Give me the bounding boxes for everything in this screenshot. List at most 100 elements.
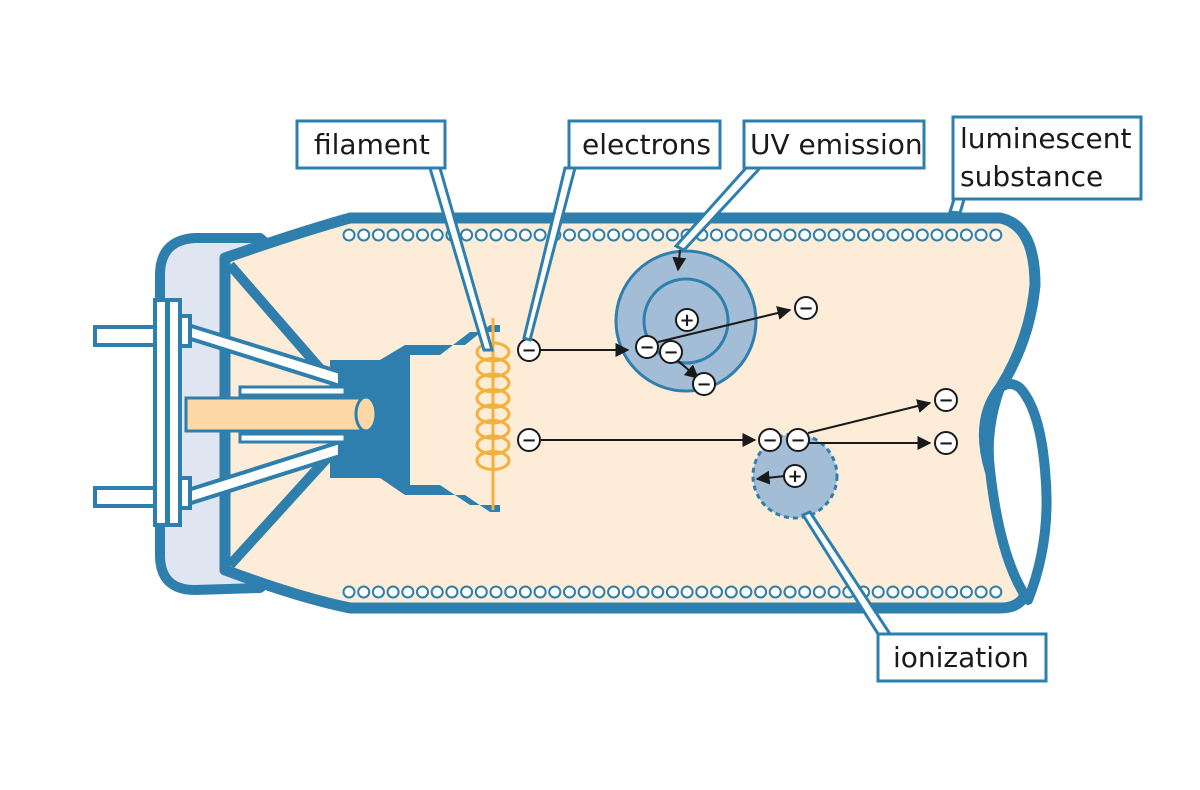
- phosphor-bead-icon: [607, 228, 621, 242]
- phosphor-bead-icon: [901, 585, 915, 599]
- phosphor-bead-icon: [357, 585, 371, 599]
- phosphor-bead-icon: [754, 585, 768, 599]
- phosphor-bead-icon: [518, 228, 532, 242]
- phosphor-bead-icon: [621, 585, 635, 599]
- phosphor-bead-icon: [563, 585, 576, 599]
- phosphor-bead-icon: [739, 585, 753, 599]
- phosphor-bead-icon: [460, 228, 474, 242]
- phosphor-bead-icon: [577, 585, 591, 599]
- filament-label: filament: [314, 128, 430, 161]
- label-ionization: ionization: [876, 632, 1048, 683]
- exhaust-tube: [184, 385, 378, 444]
- electron-icon: −: [794, 296, 818, 320]
- phosphor-bead-icon: [401, 585, 415, 599]
- electron-icon: −: [517, 338, 541, 362]
- uv-emission-label: UV emission: [750, 128, 923, 161]
- phosphor-bead-icon: [607, 585, 621, 599]
- stem-mount: [330, 325, 500, 512]
- electron-icon: −: [786, 428, 810, 452]
- phosphor-bead-icon: [886, 228, 900, 242]
- phosphor-bead-icon: [710, 585, 723, 599]
- phosphor-coating-bottom: [342, 585, 1003, 599]
- phosphor-bead-icon: [768, 228, 782, 242]
- phosphor-bead-icon: [636, 228, 650, 242]
- phosphor-bead-icon: [563, 228, 576, 242]
- phosphor-bead-icon: [592, 228, 606, 242]
- filament-loop: [475, 372, 511, 394]
- phosphor-bead-icon: [915, 585, 929, 599]
- ion-icon: +: [783, 464, 807, 488]
- phosphor-bead-icon: [504, 585, 518, 599]
- tube-end-curve: [983, 379, 1052, 605]
- phosphor-bead-icon: [621, 228, 635, 242]
- phosphor-bead-icon: [724, 585, 738, 599]
- phosphor-bead-icon: [695, 585, 709, 599]
- phosphor-bead-icon: [857, 228, 870, 242]
- phosphor-bead-icon: [724, 228, 738, 242]
- phosphor-bead-icon: [489, 585, 503, 599]
- svg-text:−: −: [938, 390, 953, 411]
- phosphor-coating-top: [342, 228, 1003, 242]
- phosphor-bead-icon: [548, 585, 562, 599]
- phosphor-bead-icon: [416, 228, 429, 242]
- label-uv-emission: UV emission: [742, 119, 926, 170]
- phosphor-bead-icon: [416, 585, 429, 599]
- phosphor-bead-icon: [357, 228, 371, 242]
- phosphor-bead-icon: [474, 585, 488, 599]
- phosphor-bead-icon: [342, 228, 356, 242]
- phosphor-bead-icon: [533, 228, 547, 242]
- phosphor-bead-icon: [871, 585, 885, 599]
- phosphor-bead-icon: [945, 585, 959, 599]
- phosphor-bead-icon: [386, 228, 400, 242]
- phosphor-bead-icon: [739, 228, 753, 242]
- svg-text:+: +: [679, 310, 694, 331]
- phosphor-bead-icon: [665, 585, 679, 599]
- phosphor-bead-icon: [915, 228, 929, 242]
- stem-lines: [226, 261, 334, 569]
- phosphor-bead-icon: [504, 228, 518, 242]
- phosphor-bead-icon: [371, 228, 385, 242]
- phosphor-bead-icon: [871, 228, 885, 242]
- phosphor-bead-icon: [651, 585, 665, 599]
- filament-loop: [475, 403, 511, 425]
- phosphor-bead-icon: [371, 585, 385, 599]
- phosphor-bead-icon: [989, 228, 1003, 242]
- electron-icon: −: [517, 428, 541, 452]
- phosphor-bead-icon: [945, 228, 959, 242]
- phosphor-bead-icon: [430, 228, 444, 242]
- phosphor-bead-icon: [460, 585, 474, 599]
- electron-icon: −: [635, 335, 659, 359]
- phosphor-bead-icon: [768, 585, 782, 599]
- svg-text:−: −: [790, 430, 805, 451]
- phosphor-bead-icon: [930, 228, 944, 242]
- phosphor-bead-icon: [827, 585, 841, 599]
- phosphor-bead-icon: [930, 585, 944, 599]
- filament-loop: [475, 341, 511, 363]
- phosphor-bead-icon: [959, 585, 973, 599]
- label-leaders: [427, 166, 968, 639]
- phosphor-bead-icon: [842, 228, 856, 242]
- filament-loop: [475, 419, 511, 440]
- ion-icon: +: [675, 308, 699, 332]
- phosphor-bead-icon: [636, 585, 650, 599]
- phosphor-bead-icon: [901, 228, 915, 242]
- svg-text:−: −: [798, 298, 813, 319]
- phosphor-bead-icon: [401, 228, 415, 242]
- svg-text:−: −: [696, 374, 711, 395]
- phosphor-bead-icon: [812, 228, 826, 242]
- luminescent-label-line1: luminescent: [960, 122, 1132, 155]
- filament-loop: [475, 434, 511, 456]
- electron-icon: −: [659, 340, 683, 364]
- electron-icon: −: [934, 431, 958, 455]
- phosphor-bead-icon: [665, 228, 679, 242]
- svg-text:−: −: [663, 342, 678, 363]
- phosphor-bead-icon: [974, 228, 988, 242]
- phosphor-bead-icon: [783, 585, 797, 599]
- filament-loop: [475, 388, 511, 409]
- filament-coil: [475, 318, 511, 510]
- svg-text:−: −: [762, 430, 777, 451]
- phosphor-bead-icon: [783, 228, 797, 242]
- phosphor-bead-icon: [518, 585, 532, 599]
- svg-text:−: −: [521, 430, 536, 451]
